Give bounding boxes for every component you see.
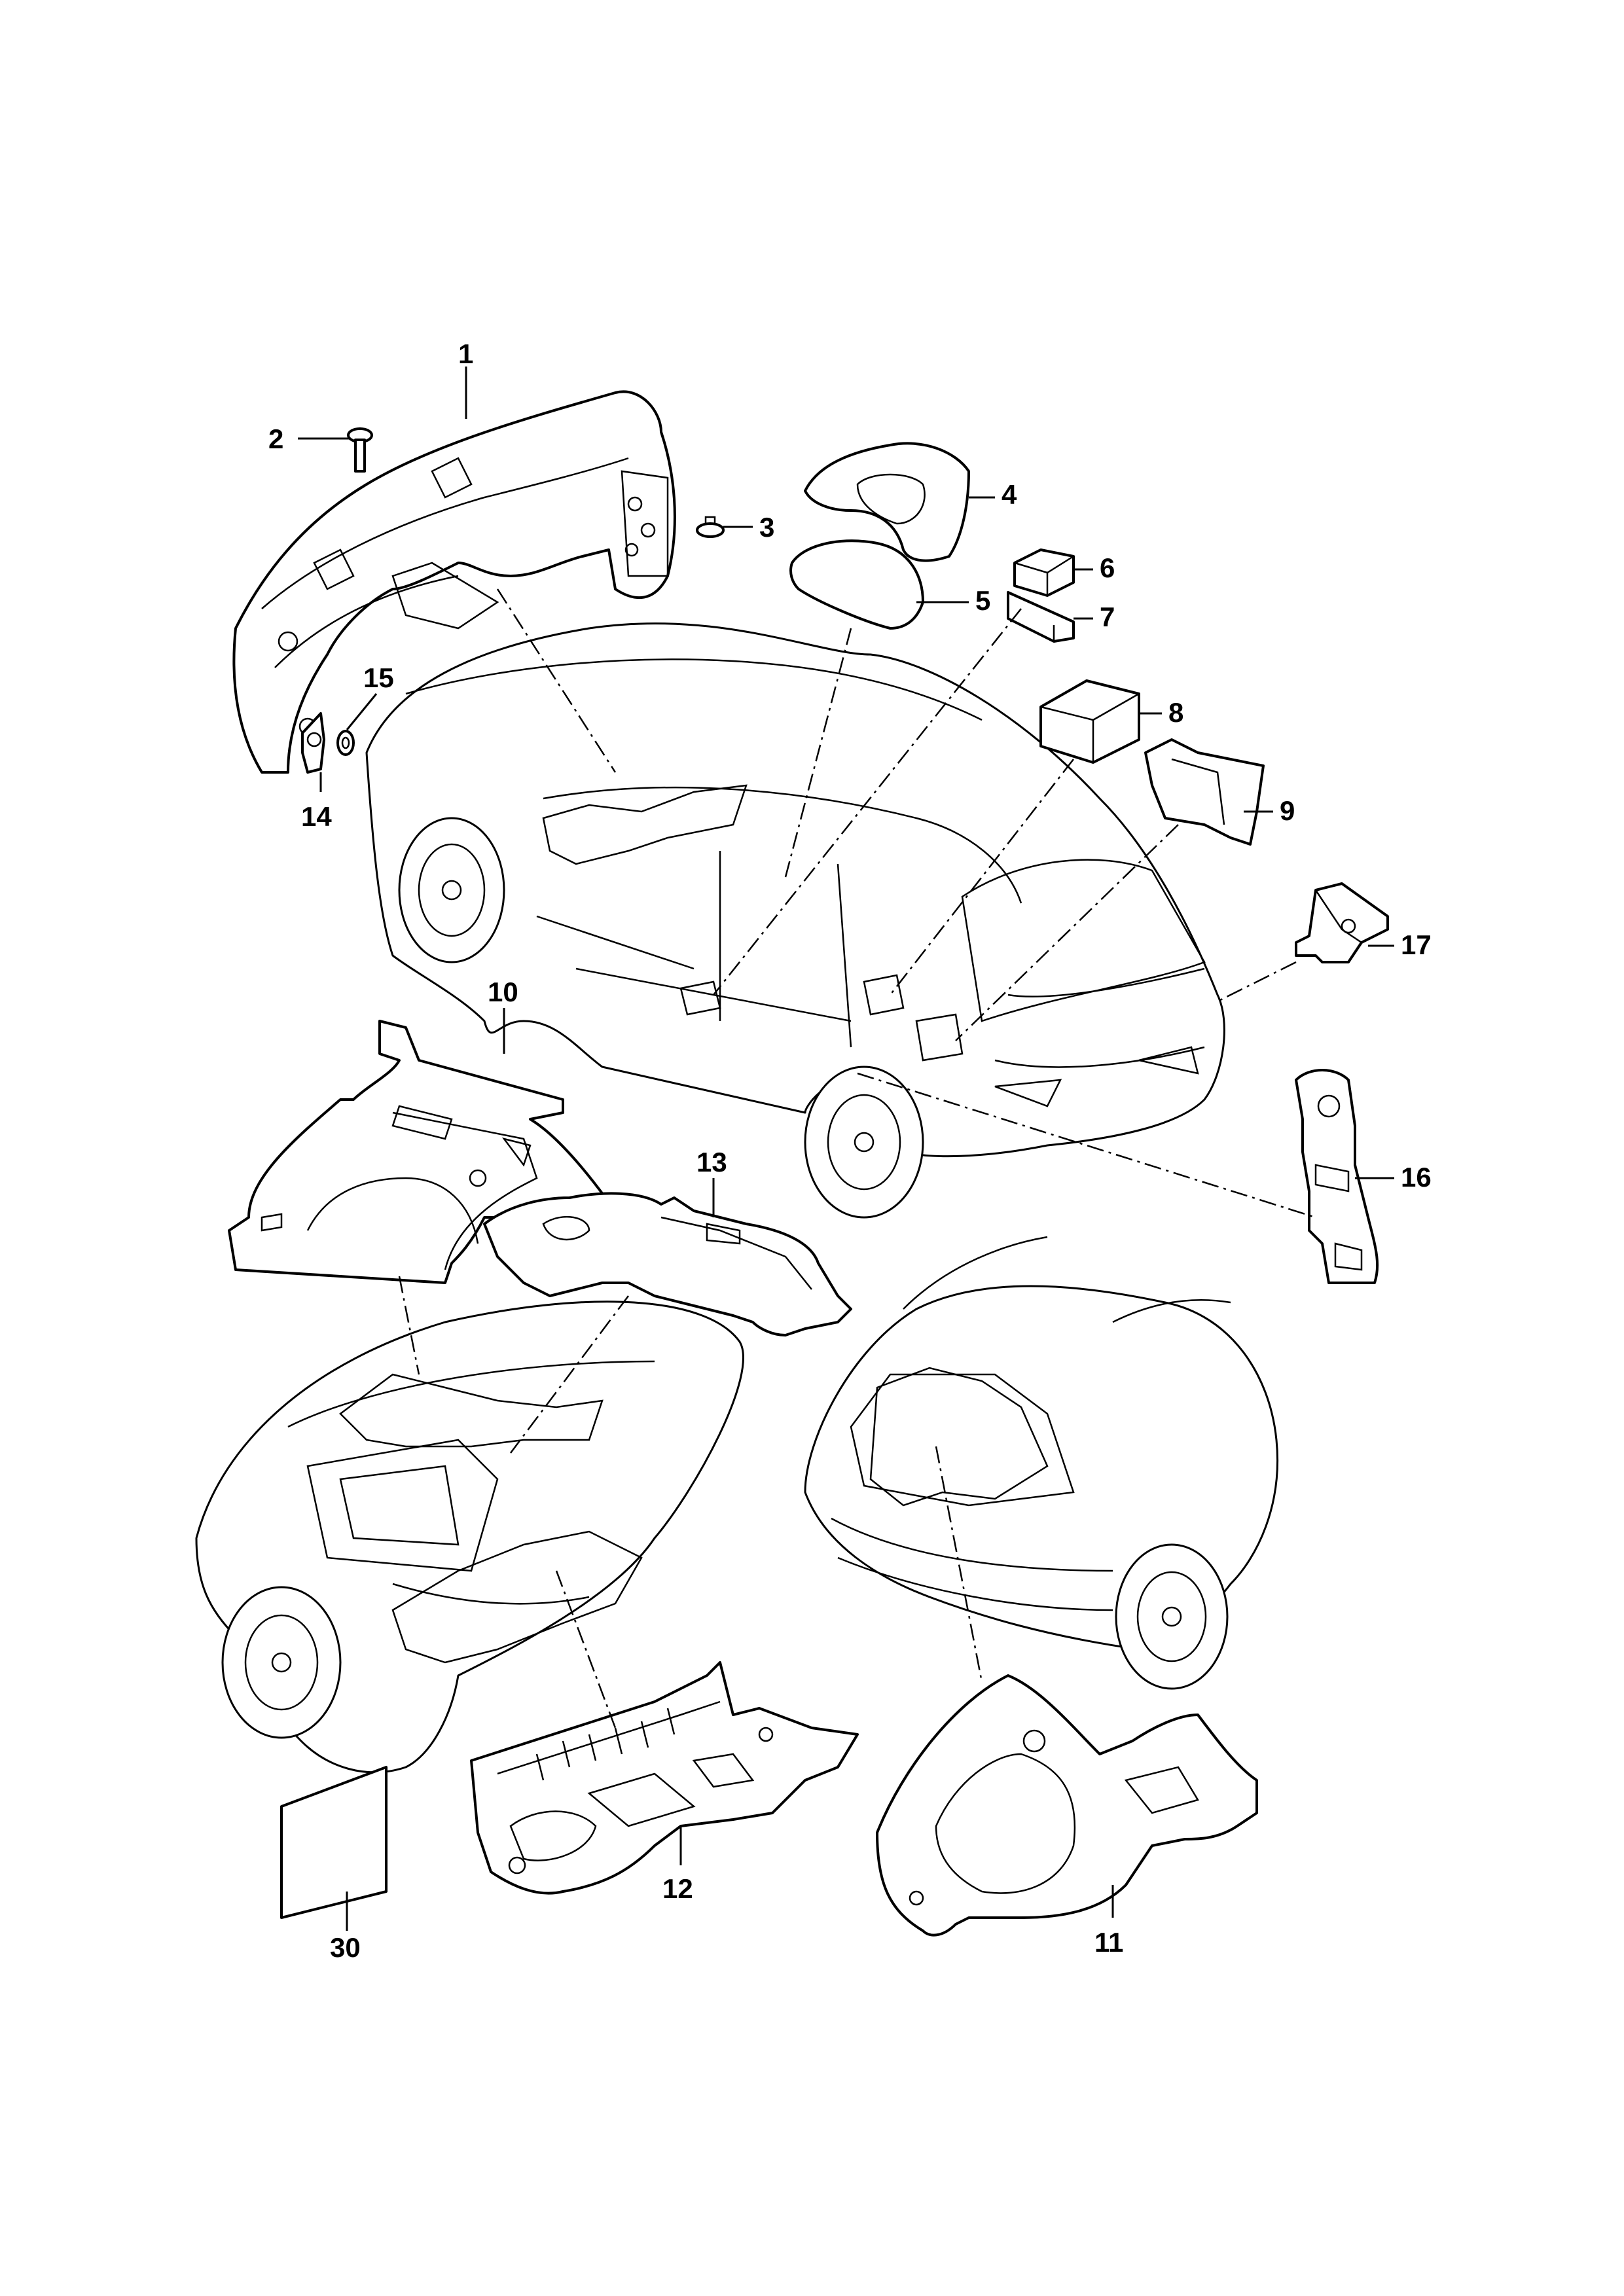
callout-30: 30 [330,1932,361,1963]
part-12-floor-insulation [470,1661,859,1895]
leader-lines [298,367,1394,1931]
callout-6: 6 [1100,552,1115,583]
callout-4: 4 [1001,479,1017,510]
car-bottom-right-view [804,1236,1279,1690]
callout-13: 13 [696,1147,727,1177]
callout-15: 15 [363,662,394,693]
part-11-side-panel-insulation [876,1674,1258,1937]
callout-7: 7 [1100,601,1115,632]
part-4-insulation [804,442,970,562]
callout-14: 14 [301,801,332,832]
reference-lines [398,588,1316,1729]
part-14-bracket [301,712,325,774]
car-bottom-left-view [195,1300,744,1774]
callout-11: 11 [1094,1927,1123,1958]
callout-3: 3 [759,512,774,543]
part-15-washer [336,730,355,756]
part-3-nut [696,516,725,538]
part-7-foam-strip [1007,591,1075,643]
part-1-wheel-housing-liner [232,390,676,774]
part-6-foam-block [1013,548,1075,597]
part-17-insulation-piece [1295,882,1389,963]
callout-10: 10 [488,977,518,1007]
part-8-foam-block [1039,679,1140,764]
callout-16: 16 [1401,1162,1432,1193]
part-16-insulation-piece [1295,1069,1379,1284]
callout-12: 12 [662,1873,693,1904]
callout-5: 5 [975,585,990,616]
callout-2: 2 [268,423,283,454]
part-9-insulation-piece [1144,738,1265,846]
part-30-label-sheet [280,1766,388,1919]
callout-9: 9 [1280,795,1295,826]
callout-labels: 1 2 3 4 5 6 7 8 9 10 11 12 13 14 15 16 1… [268,338,1432,1963]
callout-1: 1 [458,338,473,369]
callout-17: 17 [1401,929,1432,960]
callout-8: 8 [1168,697,1183,728]
part-13-insulation-mat [483,1192,852,1336]
car-top-rear-view [365,622,1225,1219]
part-5-insulation-mat [789,539,924,630]
part-2-clip [347,427,373,473]
